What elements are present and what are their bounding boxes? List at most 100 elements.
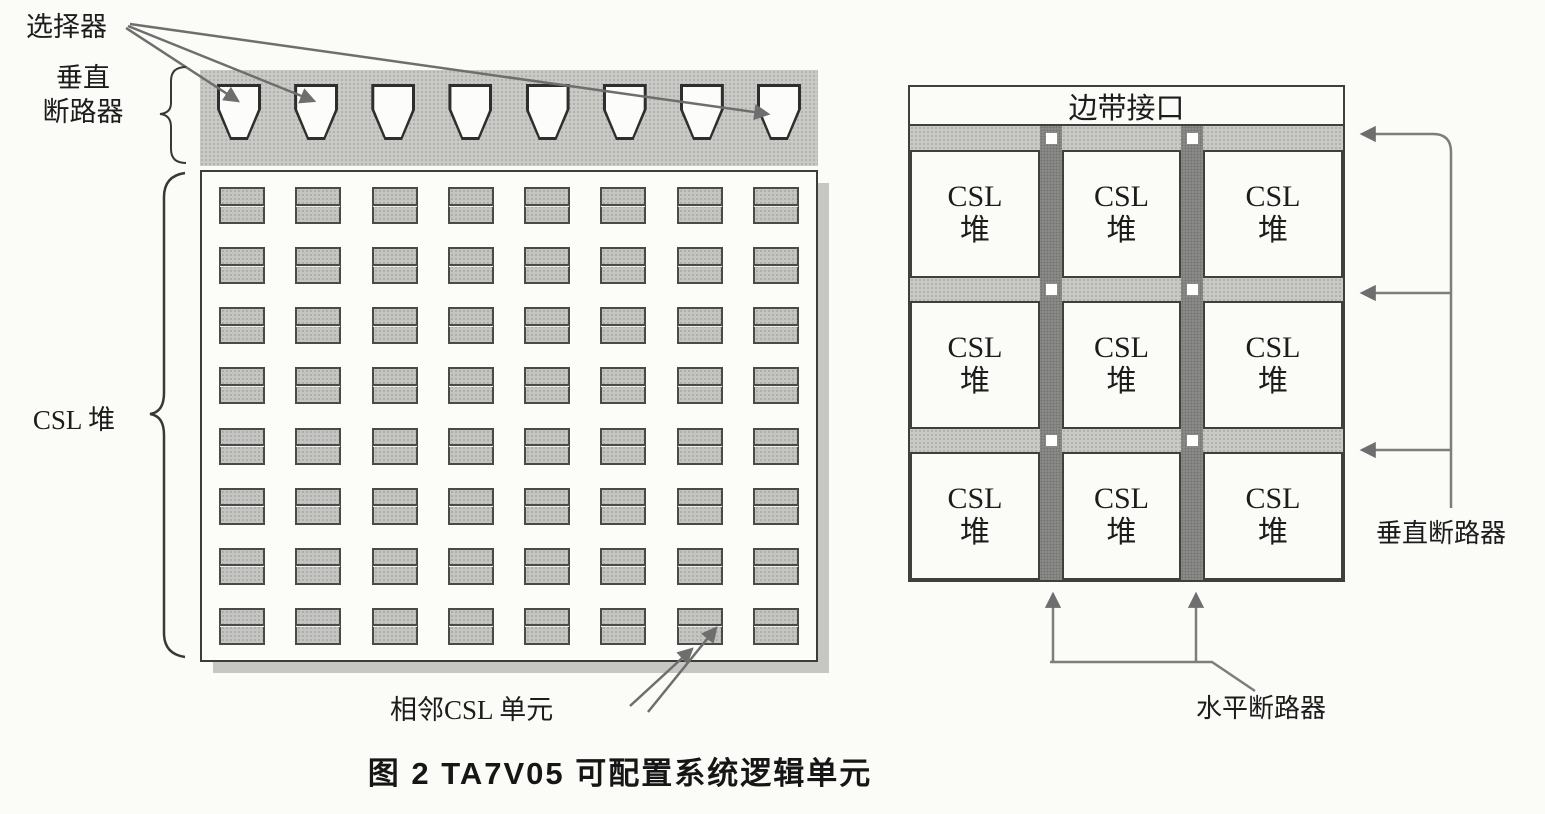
csl-stack-cell-line2: 堆 [1258,214,1288,247]
csl-cell [371,247,418,285]
csl-stack-cell-line2: 堆 [1106,214,1137,247]
vertical-breaker-label-line1: 垂直 [56,63,110,93]
figure-caption: 图 2 TA7V05 可配置系统逻辑单元 [367,756,873,791]
selector-icon-face [528,87,567,137]
csl-cell [524,247,571,285]
csl-stack-brace [149,171,186,659]
vertical-breaker-label-line2: 断路器 [42,96,124,127]
horizontal-breaker-arrows [1044,591,1256,693]
junction-square [1044,283,1058,296]
csl-cell [295,547,342,585]
csl-stack-cell-line2: 堆 [960,214,990,247]
csl-cell [371,367,418,405]
csl-stack-cell-line1: CSL [1245,179,1301,213]
csl-cell [600,487,647,525]
csl-cell [752,547,799,585]
csl-cell [295,427,342,465]
csl-cell [371,427,418,465]
csl-stack-cell-line1: CSL [1245,481,1301,515]
csl-cell [600,367,647,405]
csl-cell [371,487,418,525]
junction-square [1044,131,1058,145]
sideband-interface-header: 边带接口 [910,87,1343,126]
selector-icon [294,84,339,140]
csl-cell [371,547,418,585]
csl-cell [219,307,265,345]
csl-stack-cell-line1: CSL [1093,481,1150,515]
selector-icon-face [605,87,644,137]
csl-stack-cell-line1: CSL [1093,330,1150,364]
csl-cell [447,607,494,645]
selector-icon [217,84,261,140]
horizontal-breaker-strip [1040,126,1062,580]
csl-cell [752,247,799,285]
csl-cell [600,427,647,465]
csl-cell [447,187,494,224]
csl-cell [752,187,799,224]
csl-cell [524,487,571,525]
csl-cell [676,607,723,645]
selector-band [200,70,818,166]
csl-cell [752,367,799,405]
csl-cell [600,547,647,585]
csl-stack-cell-line2: 堆 [960,516,990,549]
csl-cell [524,607,571,645]
csl-cell [752,307,799,345]
horizontal-breaker-strip [1181,126,1203,580]
csl-cell [676,547,723,585]
csl-cell [219,547,265,585]
csl-cell [371,307,418,345]
csl-cell [676,487,723,525]
junction-square [1185,434,1199,447]
csl-cell [600,607,647,645]
csl-cell [219,367,265,405]
vertical-breaker-strip [910,429,1343,452]
csl-cell [524,307,571,345]
csl-cell [371,187,418,224]
csl-cell [752,427,799,465]
selector-icon-face [451,87,490,137]
csl-cell [524,187,571,224]
csl-cell [219,187,265,224]
selector-icon [371,84,416,140]
csl-stack-cell-line2: 堆 [1106,365,1137,398]
csl-stack-cell-line2: 堆 [960,365,990,398]
csl-cell [752,607,799,645]
csl-cell [447,367,494,405]
csl-cell [752,487,799,525]
selector-icon-face [759,87,798,137]
csl-cell [447,487,494,525]
csl-stack-cell-line1: CSL [1245,330,1301,364]
csl-cell [600,247,647,285]
csl-grid-box [200,170,818,662]
csl-stack-label: CSL 堆 [32,405,116,435]
csl-cell [676,307,723,345]
csl-cell [524,367,571,405]
junction-square [1044,434,1058,447]
csl-stack-cell-line1: CSL [947,481,1003,515]
vertical-breaker-arrows [1359,125,1453,508]
selector-icon-face [297,87,336,137]
csl-stack-cell-line1: CSL [947,330,1003,364]
csl-stack-cell-line2: 堆 [1258,516,1288,549]
csl-cell [447,427,494,465]
csl-cell [676,367,723,405]
csl-stack-cell-line1: CSL [1093,179,1150,213]
csl-cell [295,187,342,224]
vertical-breaker-strip [910,126,1343,150]
selector-icon-face [220,87,258,137]
adjacent-csl-label: 相邻CSL 单元 [390,695,554,725]
csl-cell [524,427,571,465]
csl-cell [219,607,265,645]
selector-icon [525,84,570,140]
